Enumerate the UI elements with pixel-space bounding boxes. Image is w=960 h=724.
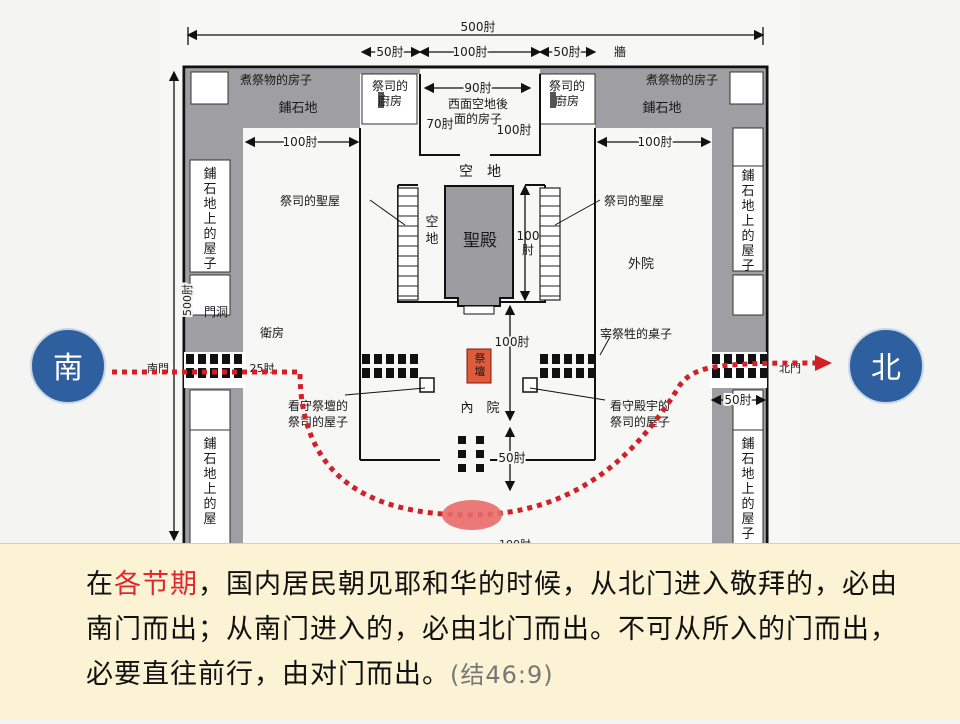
temple-steps [463,305,495,315]
kitchen-left [361,73,418,125]
caption-highlight: 各节期 [114,569,198,600]
dimension-lines [168,27,767,542]
altar [466,348,492,384]
route-highlight-ellipse [442,500,502,530]
south-marker-label: 南 [53,351,83,386]
left-gap-100-label: 100肘 [283,134,318,149]
total-width-label: 500肘 [461,19,496,34]
caption-reference: (结46:9) [450,661,554,689]
inner-court-label: 內 院 [460,401,499,416]
bottom-inner-gate [458,436,484,472]
north-marker-label: 北 [871,351,901,386]
exit-route-path [112,360,816,518]
plan-labels: 500肘 50肘 100肘 50肘 牆 煮祭物的房子 煮祭物的房子 鋪石地 鋪石… [147,19,801,551]
north-marker: 北 [848,328,924,404]
right-gap-100-label: 100肘 [638,134,673,149]
right-gate-width-label: 50肘 [553,44,580,59]
empty-land-label: 空 地 [459,164,501,180]
wall-label: 牆 [614,44,626,59]
scripture-caption: 在各节期，国内居民朝见耶和华的时候，从北门进入敬拜的，必由南门而出；从南门进入的… [0,543,960,720]
temple-building [444,185,514,307]
outer-court-label: 外院 [628,257,654,272]
pavement-left-label: 鋪石地 [278,100,317,116]
west-space-label: 90肘 [464,80,491,95]
paved-houses-left-top: 鋪石地上的屋子 [203,166,216,272]
route-arrowhead [815,355,832,371]
guard-room-label: 衛房 [260,325,284,340]
south-marker: 南 [30,328,106,404]
caption-pre: 在 [86,569,114,600]
pavement-right-label: 鋪石地 [642,100,681,116]
dim-70-label: 70肘 [426,116,453,131]
center-width-label: 100肘 [453,44,488,59]
altar-label: 祭壇 [475,352,486,378]
boiling-house-left: 煮祭物的房子 [240,72,312,87]
boiling-house-right: 煮祭物的房子 [646,72,718,87]
empty-side-label: 空地 [425,215,438,247]
paved-houses-right-bottom: 鋪石地上的屋子 [741,436,754,542]
dim-100-top-label: 100肘 [497,122,532,137]
dim-100-inner-label: 100肘 [495,334,530,349]
pavement-rooms [189,71,764,546]
holy-room-hatch [398,195,560,297]
paved-houses-left-bottom: 鋪石地上的屋 [203,436,216,527]
pointer-lines [344,199,611,401]
west-building-label: 西面空地後面的房子 [448,97,508,126]
left-gate-width-label: 50肘 [376,44,403,59]
dim-50-right-label: 50肘 [724,392,751,407]
north-gate-label: 北門 [779,362,801,375]
holy-room-left-label: 祭司的聖屋 [280,193,340,208]
paved-houses-right-top: 鋪石地上的屋子 [741,168,754,274]
holy-room-right-label: 祭司的聖屋 [604,193,664,208]
kitchen-right-label: 祭司的廚房 [549,78,585,108]
dim-50-bottom-label: 50肘 [498,450,525,465]
caption-text: 在各节期，国内居民朝见耶和华的时候，从北门进入敬拜的，必由南门而出；从南门进入的… [86,562,906,698]
caption-body: ，国内居民朝见耶和华的时候，从北门进入敬拜的，必由南门而出；从南门进入的，必由北… [86,569,898,690]
gate-porch-label: 門洞 [204,305,228,319]
sacrifice-table-label: 宰祭牲的桌子 [600,326,672,341]
kitchen-right [539,73,596,125]
temple-label: 聖殿 [463,231,497,251]
kitchen-left-label: 祭司的廚房 [372,78,408,108]
height-500-label: 500肘 [180,284,194,316]
